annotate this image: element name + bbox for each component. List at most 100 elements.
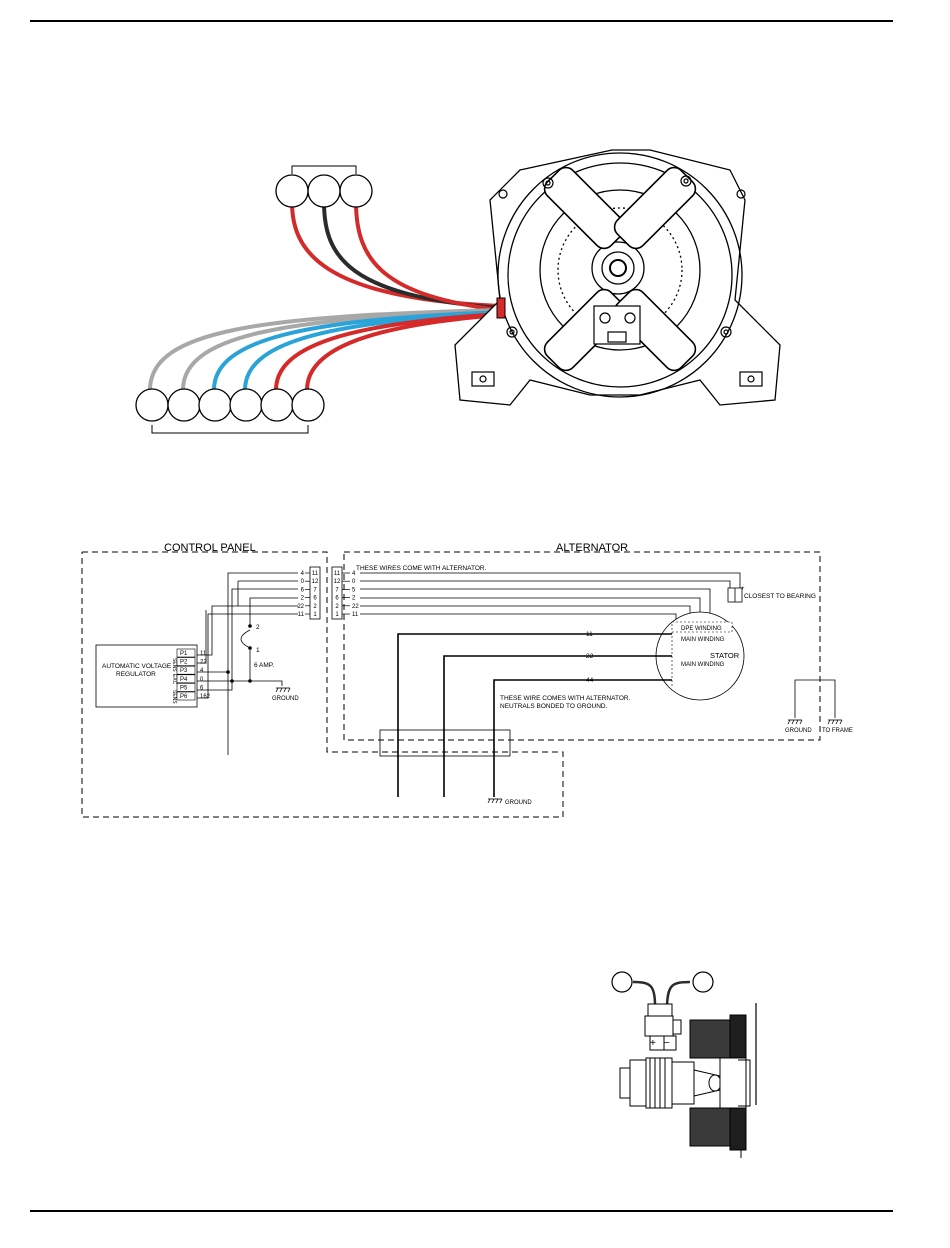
shaft [609,259,627,277]
neutrals-note-2: NEUTRALS BONDED TO GROUND. [500,703,608,710]
control-panel-junctions [226,624,252,683]
avr-pin-box [176,648,196,658]
left-terminal-wire: 6 [301,587,305,593]
avr-pin-label: P3 [180,668,188,674]
left-terminal-wire: 22 [297,604,304,610]
wires-note: THESE WIRES COME WITH ALTERNATOR. [356,565,487,572]
avr-side-label-sens-top: SENS [171,658,177,672]
right-terminal-wire: 5 [352,587,356,593]
control-panel-box [81,551,821,818]
control-panel-label: CONTROL PANEL [164,542,256,554]
left-terminal-block [309,566,321,620]
right-terminal-number: 11 [334,571,341,577]
avr-pin-label: P1 [180,651,188,657]
avr-pin-label: P5 [180,685,188,691]
alternator-box [343,551,821,741]
left-terminal-number: 1 [313,612,317,618]
fuse-terminal-1: 1 [256,647,260,654]
conduit [379,729,511,757]
neutrals-note-1: THESE WIRE COMES WITH ALTERNATOR. [500,695,631,702]
dpe-winding-label: DPE WINDING [681,626,722,632]
connector-bottom-5 [260,388,294,422]
outer-ring [497,152,743,398]
fuse-rating: 6 AMP. [254,662,274,669]
avr-pin-wire: 6 [200,685,204,691]
wire-blue-2 [243,311,501,391]
right-terminal-wire: 0 [352,579,356,585]
top-connectors [275,174,373,208]
control-panel-wiring [197,572,298,755]
to-frame-label: TO FRAME [822,728,853,734]
main-lead-22: 22 [586,653,594,660]
connector-bottom-3 [198,388,232,422]
right-terminal-number: 7 [335,587,339,593]
connector-bottom-1 [135,388,169,422]
fuse-terminal-2: 2 [256,624,260,631]
left-terminal-number: 12 [312,579,319,585]
avr-pin-label: P4 [180,677,188,683]
ground-symbol-panel [275,687,291,693]
avr-pin-label: P6 [180,694,188,700]
connector-top-2 [307,174,341,208]
left-terminal-number: 6 [313,596,317,602]
frame-ground-label: GROUND [785,728,812,734]
avr-side-label-exc: EXC [171,674,177,685]
figure3-brush-connection: + − [611,971,757,1158]
avr-side-label-sens-bottom: SENS [171,690,177,704]
hub-mid [601,251,635,285]
plus-terminal: + [650,1038,656,1049]
avr-label-1: AUTOMATIC VOLTAGE [102,663,172,670]
bottom-connectors [135,388,325,422]
wire-bundle [148,201,501,391]
avr-pin-wire: 11 [200,651,207,657]
main-lead-11: 11 [586,631,593,638]
closest-to-bearing: CLOSEST TO BEARING [744,593,816,600]
connector-bottom-2 [167,388,201,422]
wire-blue-1 [212,310,501,391]
hub-outer [591,241,645,295]
terminal-block [593,305,641,345]
left-terminal-wire: 0 [301,579,305,585]
avr-pin-box [176,691,196,701]
ground-symbol-bottom [487,798,503,804]
figure2-wiring-schematic: CONTROL PANEL ALTERNATOR AUTOMATIC VOLTA… [81,542,853,818]
rotor-ring [539,189,701,351]
alternator-end-view [454,149,781,406]
avr-pin-box [176,683,196,692]
wire-gray-1 [148,308,501,391]
left-terminal-wire: 4 [301,571,305,577]
avr-pin-box [176,674,196,684]
avr-pin-wire: 0 [200,677,204,683]
bolts [498,175,746,338]
right-terminal-wire: 11 [352,612,359,618]
right-terminal-number: 12 [334,579,341,585]
left-terminal-wire: 2 [301,596,305,602]
brush-connector-right [692,971,714,993]
figure1-alternator-leads [135,149,781,434]
main-winding-label-1: MAIN WINDING [681,637,725,643]
left-terminal-number: 7 [313,587,317,593]
ground-label-bottom: GROUND [505,800,532,806]
brush-wires [632,980,691,1006]
minus-terminal: − [664,1038,670,1049]
main-lead-44: 44 [586,677,594,684]
right-terminal-number: 1 [335,612,339,618]
wire-black-top [322,201,501,310]
avr-pin-box [176,657,196,666]
right-terminal-wire: 4 [352,571,356,577]
right-terminal-wire: 2 [352,596,356,602]
brush-holder [644,1003,682,1051]
left-terminal-number: 2 [313,604,317,610]
main-winding-label-2: MAIN WINDING [681,662,725,668]
avr-pin-box [176,665,196,675]
top-bracket [291,165,357,174]
avr-pin-wire: 162 [200,694,211,700]
slip-ring-assembly [619,1057,722,1109]
right-terminal-number: 2 [335,604,339,610]
bearing-connector [727,587,743,603]
connector-top-1 [275,174,309,208]
frame-ground [787,679,843,725]
wire-red-2 [305,313,501,391]
